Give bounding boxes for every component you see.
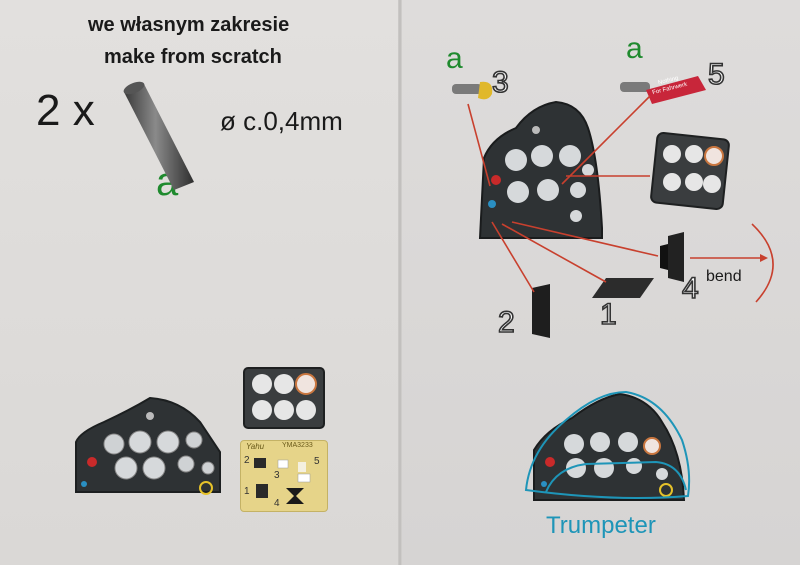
part-number-1: 1	[599, 297, 617, 332]
part-number-3: 3	[491, 65, 509, 100]
part-number-2: 2	[497, 305, 515, 340]
fret-num-3: 3	[274, 470, 280, 481]
gauge-plate-right	[650, 132, 730, 210]
label-a-right: a	[626, 32, 643, 65]
label-a-left: a	[446, 42, 463, 75]
fret-num-1: 1	[244, 486, 250, 497]
instrument-panel-left	[75, 396, 221, 495]
rod-icon	[123, 81, 194, 190]
fret-num-2: 2	[244, 455, 250, 466]
part-number-4: 4	[681, 271, 699, 306]
bend-label: bend	[706, 268, 742, 285]
trumpeter-label: Trumpeter	[546, 512, 656, 539]
quantity-label: 2 x	[36, 86, 95, 135]
diameter-label: ø c.0,4mm	[220, 106, 343, 136]
small-part-2	[532, 284, 550, 338]
fret-brand: Yahu	[246, 442, 265, 451]
rod-icon-5	[620, 76, 706, 104]
pe-fret	[240, 440, 328, 512]
gauge-plate-left	[243, 367, 325, 429]
trumpeter-panel	[524, 390, 691, 501]
page-fold	[398, 0, 402, 565]
instrument-panel-right	[478, 100, 603, 239]
fret-num-5: 5	[314, 456, 320, 467]
rod-icon-3	[452, 81, 493, 100]
fret-num-4: 4	[274, 498, 280, 509]
small-part-4	[660, 232, 684, 282]
header-polish: we własnym zakresie	[88, 14, 290, 36]
header-english: make from scratch	[104, 46, 282, 68]
small-part-1	[592, 278, 654, 298]
part-number-5: 5	[707, 57, 725, 92]
fret-code: YMA3233	[282, 442, 313, 449]
fret-parts	[254, 458, 311, 504]
